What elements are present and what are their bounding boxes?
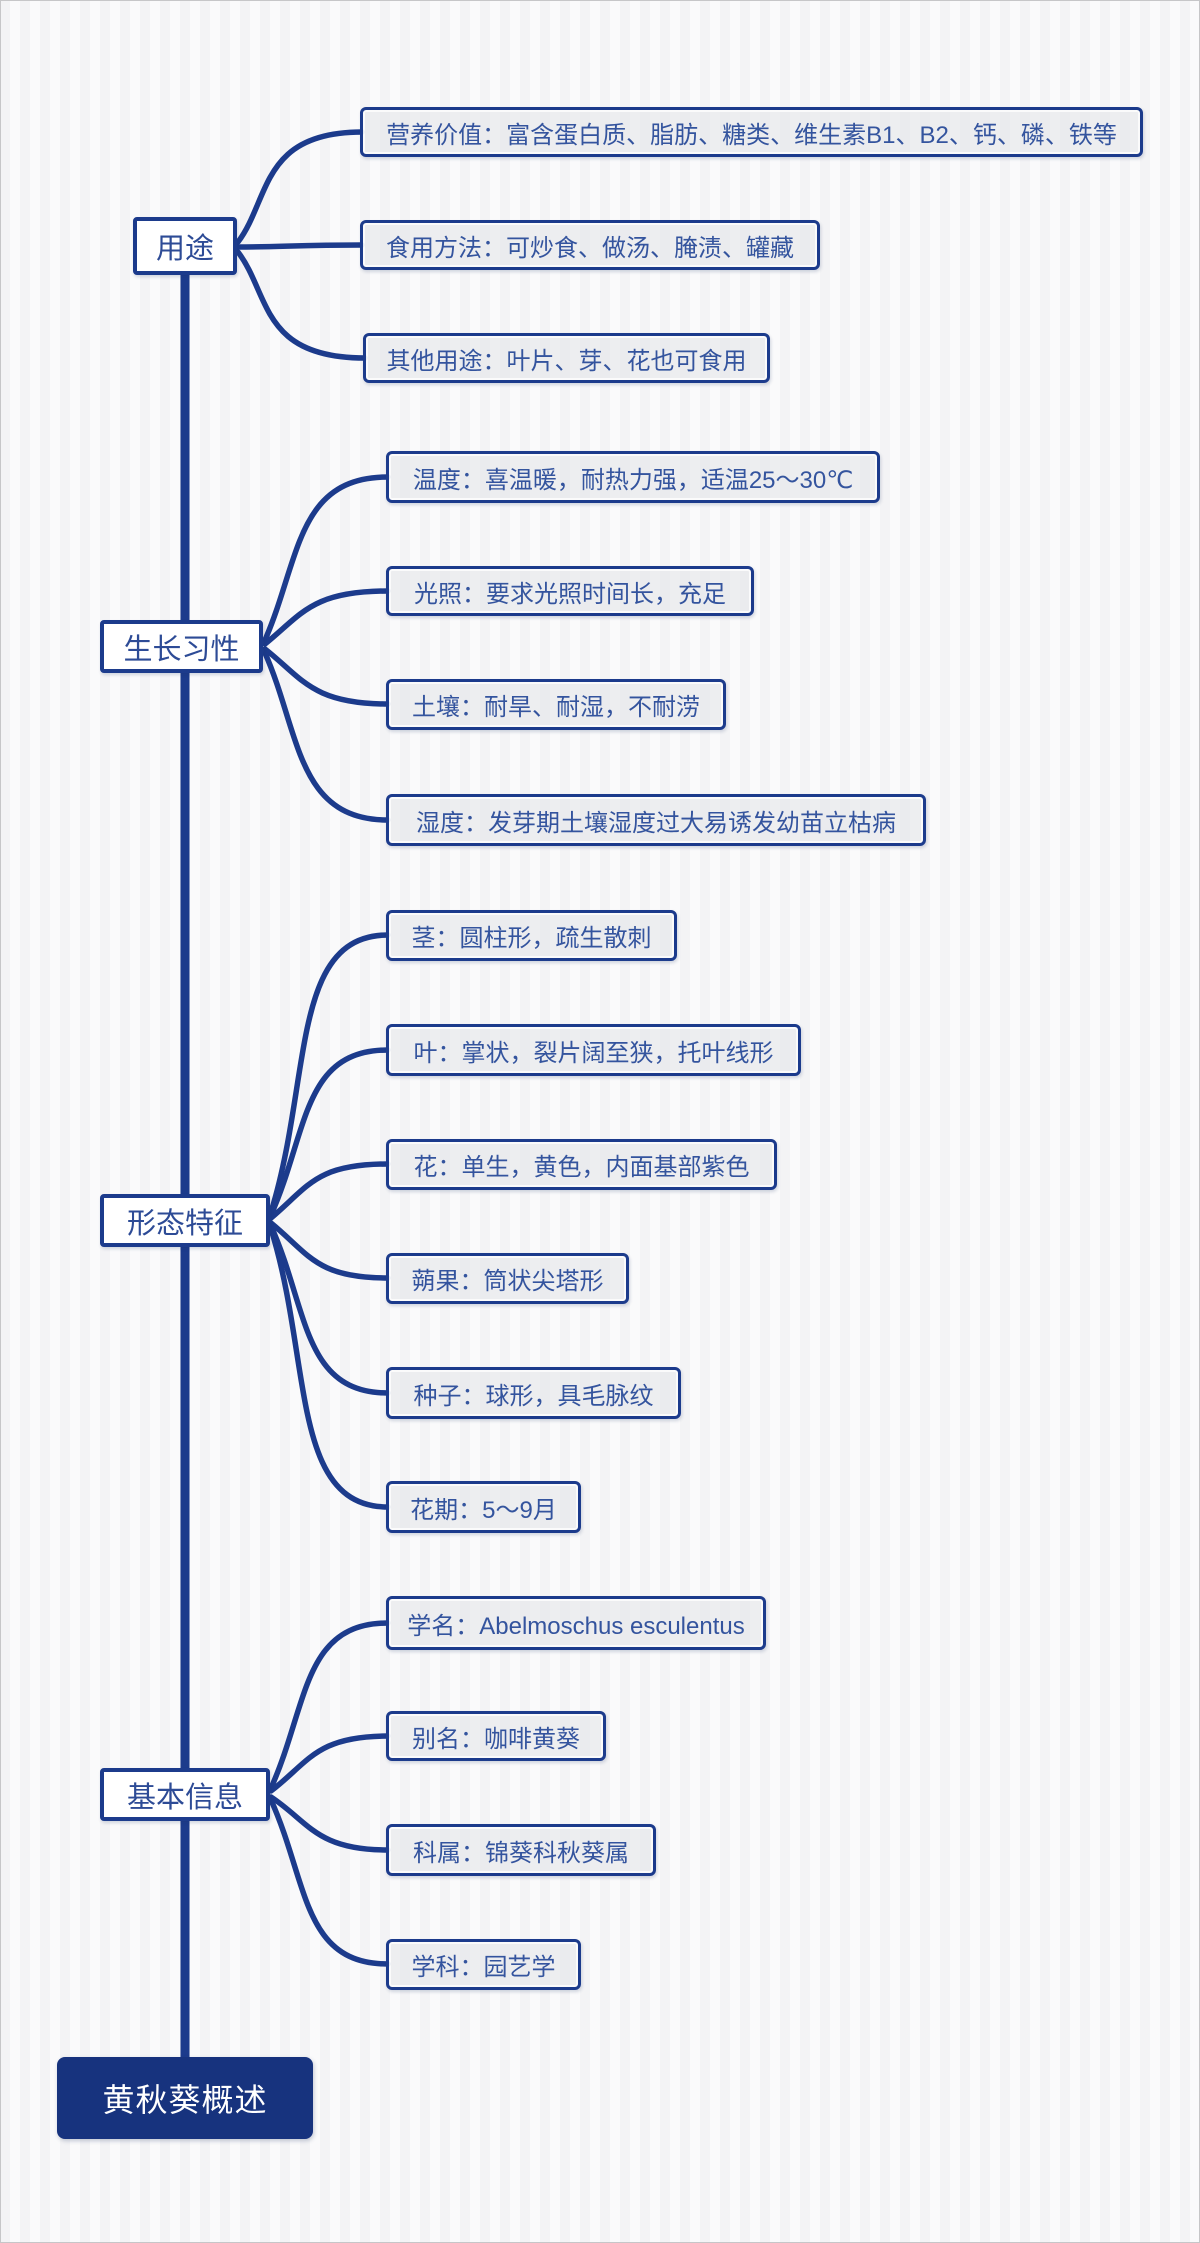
node-humidity[interactable]: 湿度：发芽期土壤湿度过大易诱发幼苗立枯病 [386,794,926,846]
connector-line [268,1226,391,1510]
connector-line [262,474,391,643]
connector-line [268,1620,391,1791]
node-nutrition-value[interactable]: 营养价值：富含蛋白质、脂肪、糖类、维生素B1、B2、钙、磷、铁等 [360,107,1143,157]
connector-line [262,646,391,707]
connector-line [262,650,391,823]
node-discipline[interactable]: 学科：园艺学 [386,1939,581,1990]
node-capsule-fruit[interactable]: 蒴果：筒状尖塔形 [386,1253,629,1304]
branch-morphology[interactable]: 形态特征 [100,1194,270,1247]
connector-line [268,1794,391,1853]
node-seed[interactable]: 种子：球形，具毛脉纹 [386,1367,681,1419]
connector-line [268,1220,391,1281]
node-scientific-name[interactable]: 学名：Abelmoschus esculentus [386,1596,766,1650]
connector-line [235,249,368,361]
connector-line [235,242,365,250]
branch-growth-habits[interactable]: 生长习性 [100,620,263,673]
connector-line [268,1223,391,1396]
branch-basic-info[interactable]: 基本信息 [100,1768,270,1821]
connector-line [268,1797,391,1967]
node-leaf[interactable]: 叶：掌状，裂片阔至狭，托叶线形 [386,1024,801,1076]
root-node[interactable]: 黄秋葵概述 [57,2057,313,2139]
connector-line [268,1047,391,1218]
node-eating-method[interactable]: 食用方法：可炒食、做汤、腌渍、罐藏 [360,220,820,270]
connector-line [268,1161,391,1221]
node-soil[interactable]: 土壤：耐旱、耐湿，不耐涝 [386,679,726,730]
node-flowering-period[interactable]: 花期：5～9月 [386,1481,581,1533]
node-flower[interactable]: 花：单生，黄色，内面基部紫色 [386,1139,777,1190]
node-alias[interactable]: 别名：咖啡黄葵 [386,1711,606,1761]
connector-line [235,129,365,245]
node-other-uses[interactable]: 其他用途：叶片、芽、花也可食用 [363,333,770,383]
node-light[interactable]: 光照：要求光照时间长，充足 [386,566,754,616]
connector-line [268,1733,391,1794]
node-temperature[interactable]: 温度：喜温暖，耐热力强，适温25～30℃ [386,451,880,503]
connector-line [262,588,391,647]
connector-line [268,932,391,1215]
branch-uses[interactable]: 用途 [133,217,237,275]
node-family-genus[interactable]: 科属：锦葵科秋葵属 [386,1824,656,1876]
node-stem[interactable]: 茎：圆柱形，疏生散刺 [386,910,677,961]
